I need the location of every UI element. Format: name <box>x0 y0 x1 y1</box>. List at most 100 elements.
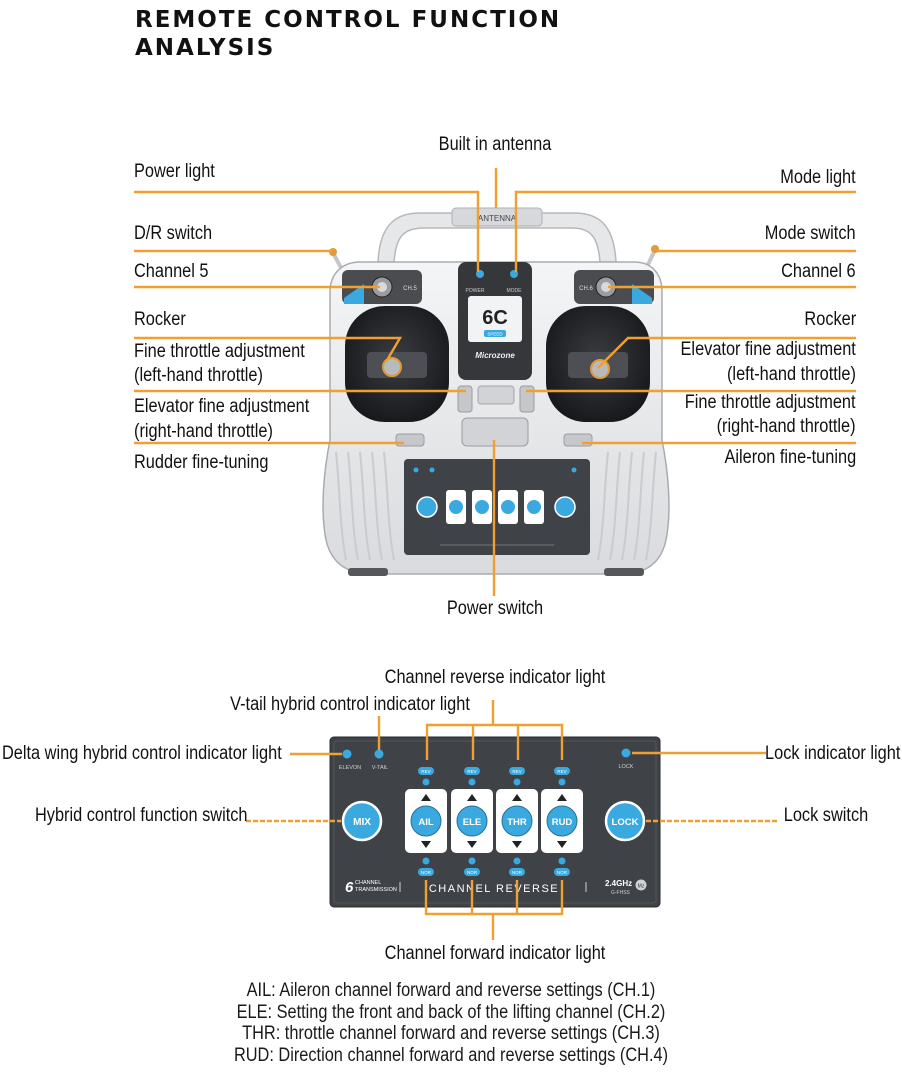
rud-forward-indicator-light <box>558 857 566 865</box>
thr-channel-button[interactable] <box>501 805 533 837</box>
panel-footer: CHANNEL REVERSE <box>429 883 559 895</box>
label-fine-throttle-left-1: Fine throttle adjustment <box>134 341 305 362</box>
label-elevator-fine-right-hand-2: (right-hand throttle) <box>134 421 273 442</box>
screen <box>468 296 522 342</box>
mix-button-label: MIX <box>353 817 371 828</box>
label-fine-throttle-right-1: Fine throttle adjustment <box>685 392 856 413</box>
mix-button[interactable]: MIX <box>341 800 383 842</box>
label-power-light: Power light <box>134 161 215 182</box>
rud-reverse-indicator-light <box>558 778 566 786</box>
rud-nor-badge <box>554 868 570 876</box>
title-line-1: REMOTE CONTROL FUNCTION <box>135 7 562 33</box>
note-rud: RUD: Direction channel forward and rever… <box>233 1044 669 1066</box>
brand-logo-icon <box>635 879 647 891</box>
label-elevator-fine-left-hand-2: (left-hand throttle) <box>727 364 856 385</box>
ail-down-arrow-icon <box>421 841 431 848</box>
brand-text: Microzone <box>475 351 515 360</box>
label-elevator-fine-right-hand-1: Elevator fine adjustment <box>134 396 310 417</box>
thr-nor-badge <box>509 868 525 876</box>
ele-reverse-indicator-light <box>468 778 476 786</box>
ail-up-arrow-icon <box>421 794 431 801</box>
left-stick[interactable] <box>382 357 402 377</box>
label-rocker-right: Rocker <box>804 309 856 330</box>
label-lock-light: Lock indicator light <box>764 743 900 764</box>
mode-led-text: MODE <box>507 288 523 294</box>
channel-word: CHANNEL <box>355 880 381 886</box>
foot-left <box>348 568 388 576</box>
ele-forward-indicator-light <box>468 857 476 865</box>
top-leader-lines <box>134 168 856 596</box>
ail-reverse-indicator-light <box>422 778 430 786</box>
ail-channel-label: AIL <box>418 817 434 828</box>
ele-nor-badge <box>464 868 480 876</box>
note-ele: ELE: Setting the front and back of the l… <box>236 1001 666 1023</box>
right-stick[interactable] <box>590 359 610 379</box>
label-channel-5: Channel 5 <box>134 261 209 282</box>
ele-down-arrow-icon <box>467 841 477 848</box>
label-dr-switch: D/R switch <box>134 223 213 244</box>
left-vertical-trim[interactable] <box>457 385 473 413</box>
label-elevator-fine-left-hand-1: Elevator fine adjustment <box>680 339 856 360</box>
thr-reverse-indicator-light <box>513 778 521 786</box>
ail-rev-text: REV <box>421 769 430 774</box>
transmitter-mini-panel <box>404 459 590 555</box>
lock-indicator-light <box>621 748 631 758</box>
right-stick-gimbal <box>546 306 650 422</box>
label-mode-switch: Mode switch <box>765 223 856 244</box>
label-channel-6: Channel 6 <box>781 261 856 282</box>
notes-block: AIL: Aileron channel forward and reverse… <box>63 980 839 1066</box>
label-built-in-antenna: Built in antenna <box>438 134 552 155</box>
thr-rev-badge <box>509 767 525 775</box>
ele-channel-button[interactable] <box>456 805 488 837</box>
label-power-switch: Power switch <box>446 598 544 619</box>
label-fine-throttle-right-2: (right-hand throttle) <box>717 416 856 437</box>
label-lock-switch: Lock switch <box>783 805 868 826</box>
freq-text: 2.4GHz <box>605 879 632 888</box>
brand-logo-text: Mz <box>638 884 645 890</box>
thr-nor-text: NOR <box>512 870 523 875</box>
right-grip <box>597 451 657 561</box>
antenna-text: ANTENNA <box>478 214 517 223</box>
label-fine-throttle-left-2: (left-hand throttle) <box>134 365 263 386</box>
rud-channel-button[interactable] <box>546 805 578 837</box>
left-grip <box>335 451 395 561</box>
ail-rev-badge <box>418 767 434 775</box>
panel-leader-lines <box>246 700 778 940</box>
thr-forward-indicator-light <box>513 857 521 865</box>
left-horizontal-trim[interactable] <box>395 433 425 447</box>
elevon-text: ELEVON <box>339 765 361 771</box>
left-stick-gimbal <box>345 306 449 422</box>
screen-text: 6C <box>482 307 508 329</box>
foot-right <box>604 568 644 576</box>
label-rudder-fine: Rudder fine-tuning <box>134 452 269 473</box>
power-led-text: POWER <box>466 288 485 294</box>
ail-nor-text: NOR <box>421 870 432 875</box>
rud-nor-text: NOR <box>557 870 568 875</box>
right-horizontal-trim[interactable] <box>563 433 593 447</box>
transmission-word: TRANSMISSION <box>355 887 397 893</box>
ele-rev-badge <box>464 767 480 775</box>
elevon-indicator-light <box>342 749 352 759</box>
ch6-text: CH.6 <box>579 286 593 292</box>
ele-channel-label: ELE <box>463 817 481 828</box>
vtail-text: V-TAIL <box>372 765 388 771</box>
label-mode-light: Mode light <box>780 167 856 188</box>
transmitter: ANTENNA <box>322 207 670 576</box>
six-text: 6 <box>345 879 354 896</box>
ail-forward-indicator-light <box>422 857 430 865</box>
freq-sub: G-FHSS <box>611 890 631 896</box>
right-vertical-trim[interactable] <box>519 385 535 413</box>
title-line-2: ANALYSIS <box>135 35 276 61</box>
rud-up-arrow-icon <box>557 794 567 801</box>
thr-up-arrow-icon <box>512 794 522 801</box>
label-channel-reverse-light: Channel reverse indicator light <box>384 667 606 688</box>
label-hybrid-switch: Hybrid control function switch <box>35 805 248 826</box>
vtail-indicator-light <box>374 749 384 759</box>
lock-button-label: LOCK <box>612 817 639 828</box>
lock-button[interactable]: LOCK <box>604 800 646 842</box>
note-thr: THR: throttle channel forward and revers… <box>242 1023 660 1044</box>
ail-channel-button[interactable] <box>410 805 442 837</box>
ele-nor-text: NOR <box>467 870 478 875</box>
